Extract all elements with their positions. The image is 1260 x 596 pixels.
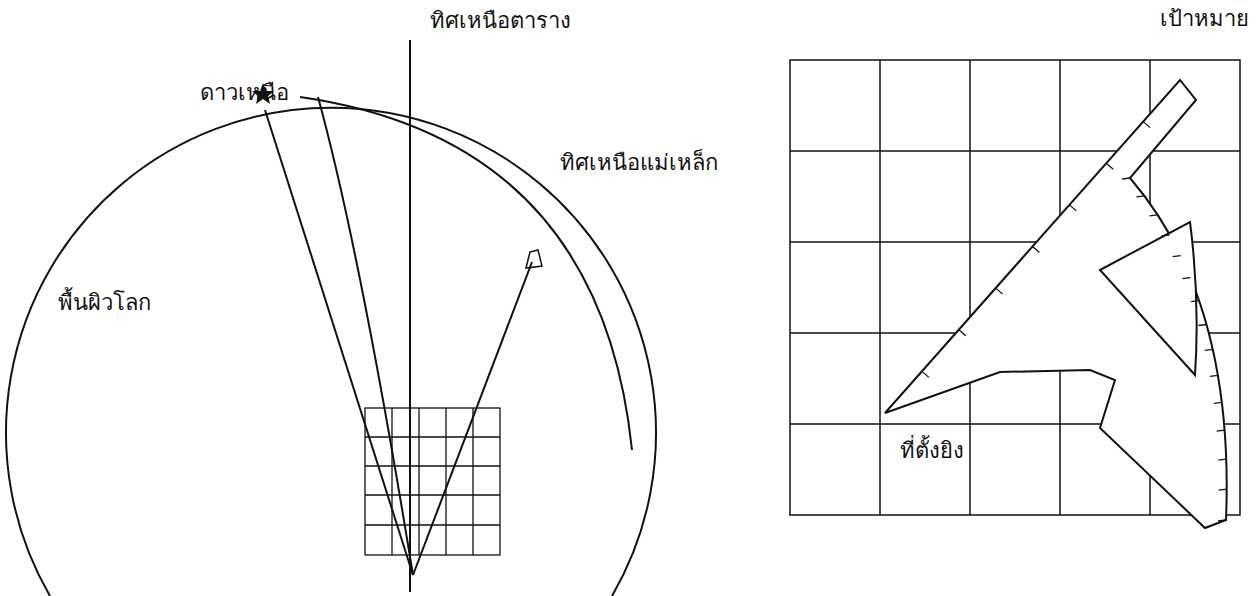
magnetic-north-label: ทิศเหนือแม่เหล็ก xyxy=(560,150,718,176)
target-marker xyxy=(526,250,542,268)
magnetic-arc xyxy=(300,97,632,450)
protractor xyxy=(885,80,1227,528)
earth-arc xyxy=(6,108,656,596)
target-label: เป้าหมาย xyxy=(1160,6,1249,32)
star-label: ดาวเหนือ xyxy=(200,80,289,106)
grid-north-label: ทิศเหนือตาราง xyxy=(430,8,571,34)
small-grid xyxy=(365,408,500,555)
earth-surface-label: พื้นผิวโลก xyxy=(58,290,151,316)
grid-north-line xyxy=(409,40,411,592)
firing-position-label: ที่ตั้งยิง xyxy=(900,438,964,464)
target-line xyxy=(413,262,532,575)
